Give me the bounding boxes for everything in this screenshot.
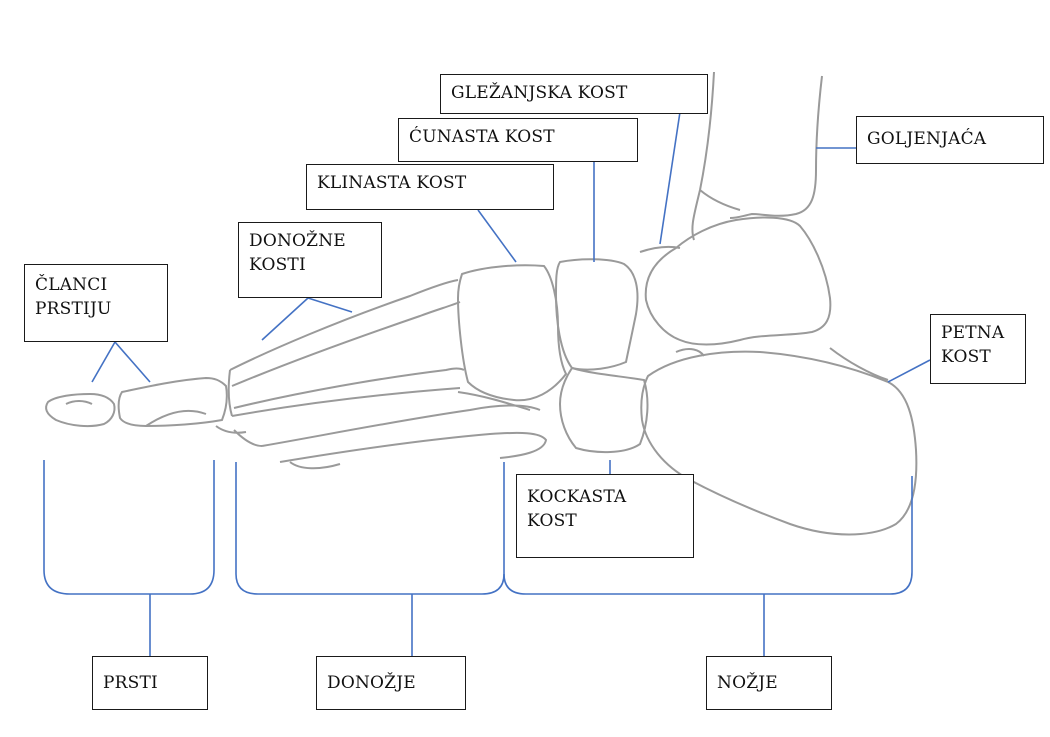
label-donozje-text: DONOŽJE (327, 663, 455, 703)
label-petna-line1: PETNA (941, 321, 1015, 345)
label-goljenjaca-text: GOLJENJAĆA (867, 123, 1033, 155)
label-prsti: PRSTI (92, 656, 208, 710)
cuneiform-bone (458, 265, 566, 410)
leader-petna (888, 360, 930, 382)
label-klinasta-kost: KLINASTA KOST (306, 164, 554, 210)
leader-donozne-a (262, 298, 308, 340)
label-clanci-line2: PRSTIJU (35, 297, 157, 321)
label-donozne-line1: DONOŽNE (249, 229, 371, 253)
label-kockasta-line2: KOST (527, 509, 683, 533)
phalanx-bones (46, 378, 246, 433)
label-nozje: NOŽJE (706, 656, 832, 710)
label-clanci-line1: ČLANCI (35, 273, 157, 297)
label-prsti-text: PRSTI (103, 663, 197, 703)
label-kockasta-line1: KOCKASTA (527, 485, 683, 509)
label-donozne-kosti: DONOŽNE KOSTI (238, 222, 382, 298)
label-cunasta-kost: ĆUNASTA KOST (398, 118, 638, 162)
label-cunasta-text: ĆUNASTA KOST (409, 125, 627, 149)
tibia-bone (692, 72, 822, 240)
label-donozne-line2: KOSTI (249, 253, 371, 277)
leader-glezanjska (660, 112, 680, 244)
label-glezanjska-text: GLEŽANJSKA KOST (451, 81, 697, 105)
label-klinasta-text: KLINASTA KOST (317, 171, 543, 195)
label-nozje-text: NOŽJE (717, 663, 821, 703)
leader-donozne-b (308, 298, 352, 312)
label-kockasta-kost: KOCKASTA KOST (516, 474, 694, 558)
label-goljenjaca: GOLJENJAĆA (856, 116, 1044, 164)
label-petna-line2: KOST (941, 345, 1015, 369)
label-petna-kost: PETNA KOST (930, 314, 1026, 384)
label-clanci-prstiju: ČLANCI PRSTIJU (24, 264, 168, 342)
metatarsal-bones (229, 280, 546, 468)
cuboid-bone (560, 368, 647, 452)
talus-bone (640, 218, 830, 356)
leader-klinasta (478, 210, 516, 262)
navicular-bone (556, 259, 638, 369)
label-glezanjska-kost: GLEŽANJSKA KOST (440, 74, 708, 114)
bracket-prsti (44, 460, 214, 594)
leader-clanci-b (115, 342, 150, 382)
leader-clanci-a (92, 342, 115, 382)
bracket-donozje (236, 462, 504, 594)
label-donozje: DONOŽJE (316, 656, 466, 710)
